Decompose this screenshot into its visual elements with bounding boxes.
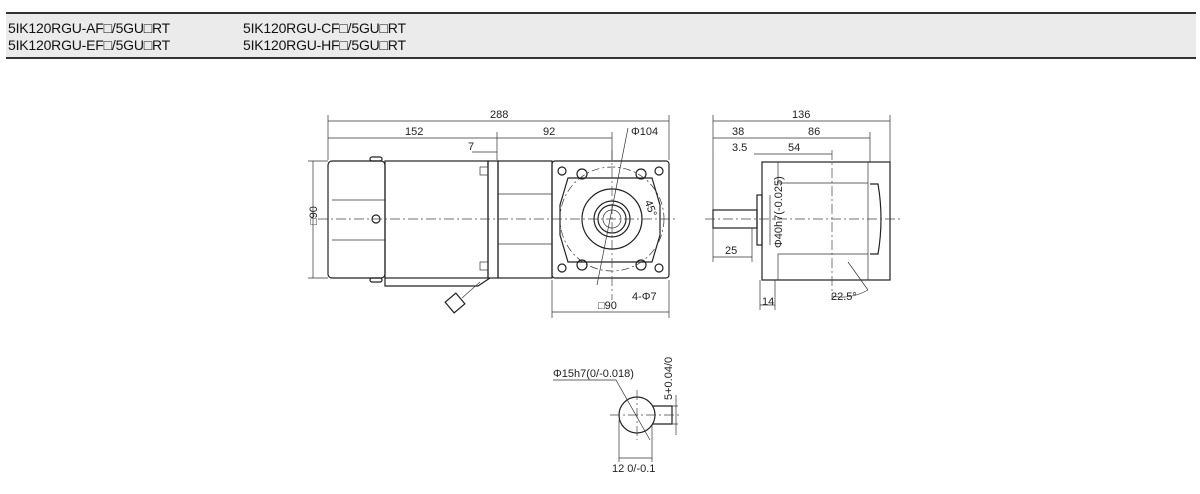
dim-14: 14: [762, 296, 774, 308]
model-1: 5IK120RGU-AF□/5GU□RT: [8, 20, 171, 36]
dim-flange-square: □90: [598, 300, 617, 312]
dim-86: 86: [808, 126, 820, 138]
dim-pilot-dia: Φ40h7(-0.025): [773, 176, 785, 248]
front-view: 288 152 92 7 Φ104 □90 □90 45° 4-Φ7: [308, 109, 678, 318]
dim-7: 7: [468, 141, 474, 153]
dim-shaft-dia: Φ15h7(0/-0.018): [553, 368, 634, 380]
dim-pcd: Φ104: [631, 126, 658, 138]
model-4: 5IK120RGU-HF□/5GU□RT: [243, 37, 406, 53]
model-3: 5IK120RGU-EF□/5GU□RT: [8, 37, 171, 53]
dim-key: 5+0.04/0: [663, 357, 675, 400]
dim-holes: 4-Φ7: [632, 291, 657, 303]
dim-136: 136: [792, 109, 810, 121]
dim-25: 25: [725, 245, 737, 257]
shaft-detail: Φ15h7(0/-0.018) 5+0.04/0 12 0/-0.1: [553, 357, 680, 475]
dim-288: 288: [490, 109, 508, 121]
dim-flat: 12 0/-0.1: [612, 463, 655, 475]
model-header: [6, 12, 1196, 59]
model-2: 5IK120RGU-CF□/5GU□RT: [243, 20, 406, 36]
dim-angle-22-5: 22.5°: [831, 291, 857, 303]
side-view: 136 38 86 3.5 54 25 14 Φ40h7(-0.025) 22.…: [705, 109, 900, 310]
dim-3-5: 3.5: [732, 142, 747, 154]
dim-92: 92: [543, 126, 555, 138]
dim-angle: 45°: [642, 199, 659, 219]
dim-38: 38: [732, 126, 744, 138]
dim-54: 54: [788, 142, 800, 154]
dim-height: □90: [308, 206, 320, 225]
dim-152: 152: [405, 126, 423, 138]
